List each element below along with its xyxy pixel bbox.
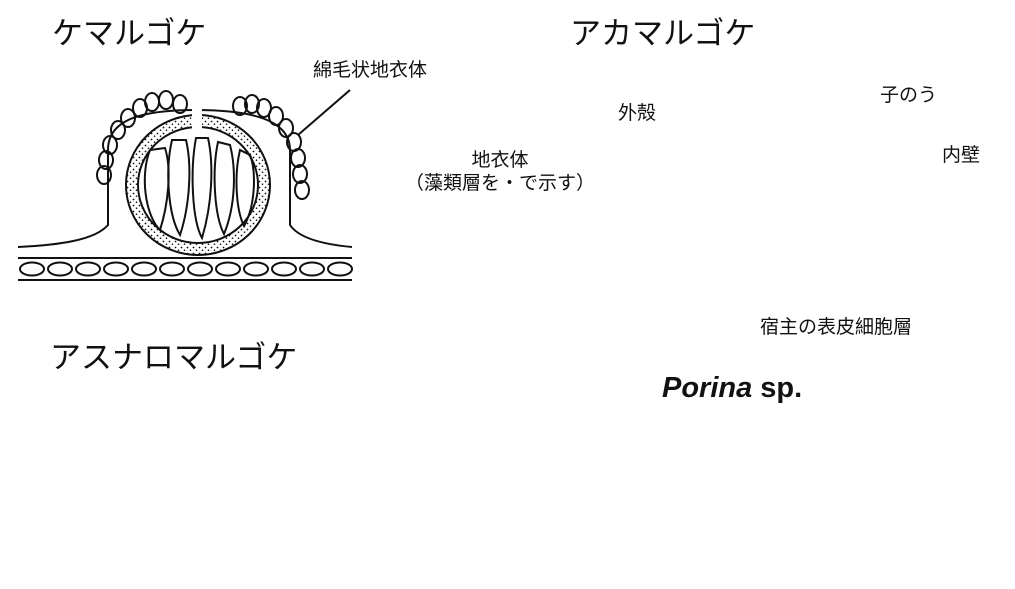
label-ascus: 子のう	[880, 80, 937, 107]
title-akamarugoke: アカマルゴケ	[570, 8, 755, 53]
label-thallus-note: （藻類層を・で示す）	[368, 168, 632, 195]
panel-kemarugoke	[18, 90, 352, 280]
host-cell	[216, 263, 240, 276]
title-porina: Porina sp.	[662, 372, 802, 405]
host-cell	[300, 263, 324, 276]
host-cell	[244, 263, 268, 276]
label-host-epidermis: 宿主の表皮細胞層	[760, 312, 912, 339]
host-cell	[48, 263, 72, 276]
tomentum-hair	[159, 91, 173, 109]
porina-suffix: sp.	[752, 372, 802, 404]
title-kemarugoke: ケマルゴケ	[52, 8, 206, 53]
tomentum-hair	[145, 93, 159, 111]
host-cell	[20, 263, 44, 276]
label-hairy-thallus: 綿毛状地衣体	[313, 55, 427, 82]
label-exciple: 外殻	[618, 98, 656, 125]
host-cell	[188, 263, 212, 276]
host-cell	[272, 263, 296, 276]
porina-genus: Porina	[662, 372, 752, 404]
label-inner-wall: 内壁	[942, 140, 980, 167]
host-cell	[160, 263, 184, 276]
title-asunaromarugoke: アスナロマルゴケ	[50, 332, 297, 377]
host-cell	[104, 263, 128, 276]
host-cell	[76, 263, 100, 276]
host-cell	[328, 263, 352, 276]
host-cell	[132, 263, 156, 276]
host-cells-1	[20, 263, 352, 276]
